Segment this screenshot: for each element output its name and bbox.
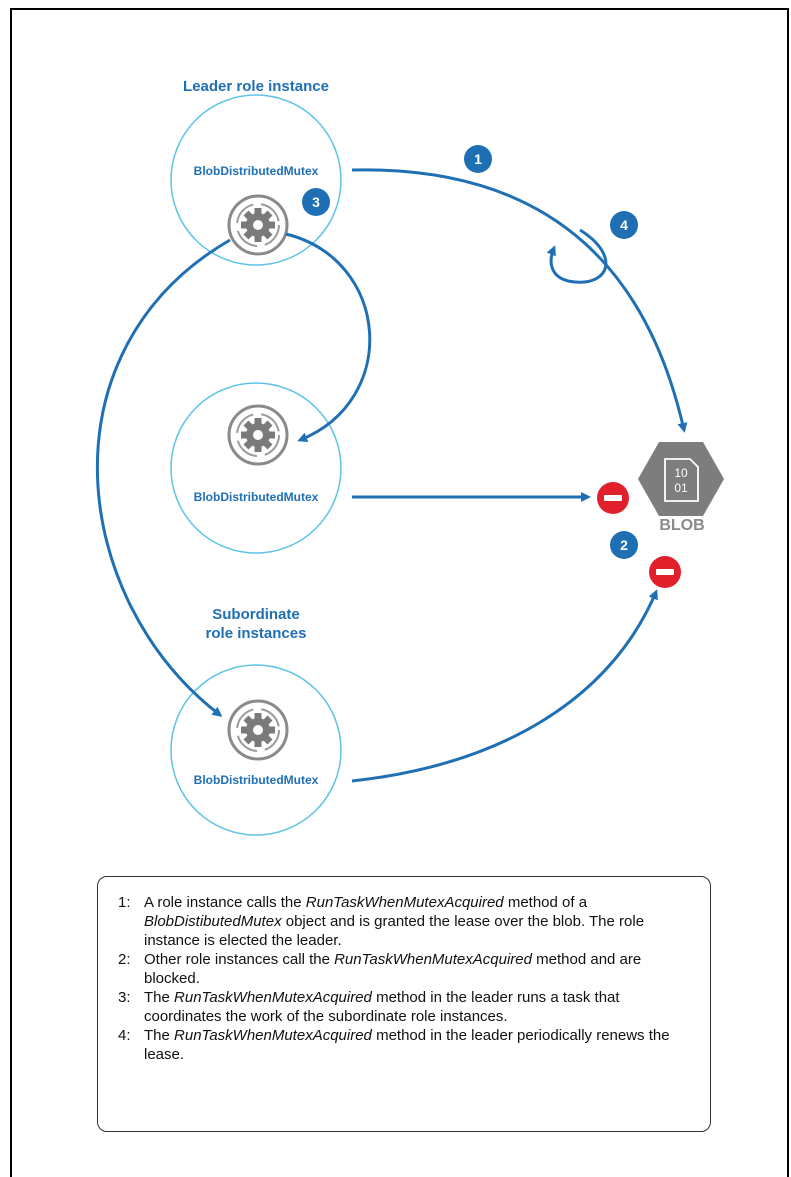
step-badge-3: 3: [302, 188, 330, 216]
gear-icon: [227, 699, 289, 761]
legend-note-number: 4:: [118, 1027, 131, 1044]
leader-role-label: Leader role instance: [183, 78, 329, 95]
subordinate-role-label-line2: role instances: [205, 625, 307, 642]
subordinate-role-label-line1: Subordinate: [212, 606, 300, 623]
legend-note-text: The RunTaskWhenMutexAcquired method in t…: [144, 989, 620, 1025]
legend-note-number: 2:: [118, 951, 131, 968]
renew-lease-loop-arrow: [546, 228, 608, 284]
arrow-lease-request-leader: [351, 168, 688, 433]
blob-glyph-top: 10: [674, 466, 688, 480]
leader-mutex-label: BlobDistributedMutex: [193, 164, 319, 178]
blob-icon: 10 01: [638, 442, 724, 516]
arrow-leader-to-subordinate-1: [285, 232, 372, 443]
legend-note-number: 1:: [118, 894, 131, 911]
arrow-leader-to-subordinate-2: [96, 238, 231, 717]
legend-note-text: A role instance calls the RunTaskWhenMut…: [144, 894, 645, 949]
legend-note-1: 1: A role instance calls the RunTaskWhen…: [118, 893, 690, 950]
step-badge-2: 2: [610, 531, 638, 559]
subordinate-instance-circle-1: [170, 382, 342, 554]
blocked-icon: [649, 556, 681, 588]
legend-note-text: Other role instances call the RunTaskWhe…: [144, 951, 642, 987]
legend-note-number: 3:: [118, 989, 131, 1006]
legend-note-text: The RunTaskWhenMutexAcquired method in t…: [144, 1027, 670, 1063]
blob-glyph-bottom: 01: [674, 481, 688, 495]
gear-icon: [227, 194, 289, 256]
gear-icon: [227, 404, 289, 466]
legend-box: 1: A role instance calls the RunTaskWhen…: [97, 876, 711, 1132]
diagram-frame: [10, 8, 789, 1177]
legend-note-4: 4: The RunTaskWhenMutexAcquired method i…: [118, 1026, 690, 1064]
step-badge-1: 1: [464, 145, 492, 173]
leader-instance-circle: [170, 94, 342, 266]
legend-note-3: 3: The RunTaskWhenMutexAcquired method i…: [118, 988, 690, 1026]
arrow-subordinate-2-blocked: [351, 589, 658, 783]
step-badge-4: 4: [610, 211, 638, 239]
legend-note-2: 2: Other role instances call the RunTask…: [118, 950, 690, 988]
subordinate-instance-circle-2: [170, 664, 342, 836]
subordinate-2-mutex-label: BlobDistributedMutex: [193, 773, 319, 787]
blob-label: BLOB: [659, 517, 705, 534]
subordinate-1-mutex-label: BlobDistributedMutex: [193, 490, 319, 504]
blocked-icon: [597, 482, 629, 514]
